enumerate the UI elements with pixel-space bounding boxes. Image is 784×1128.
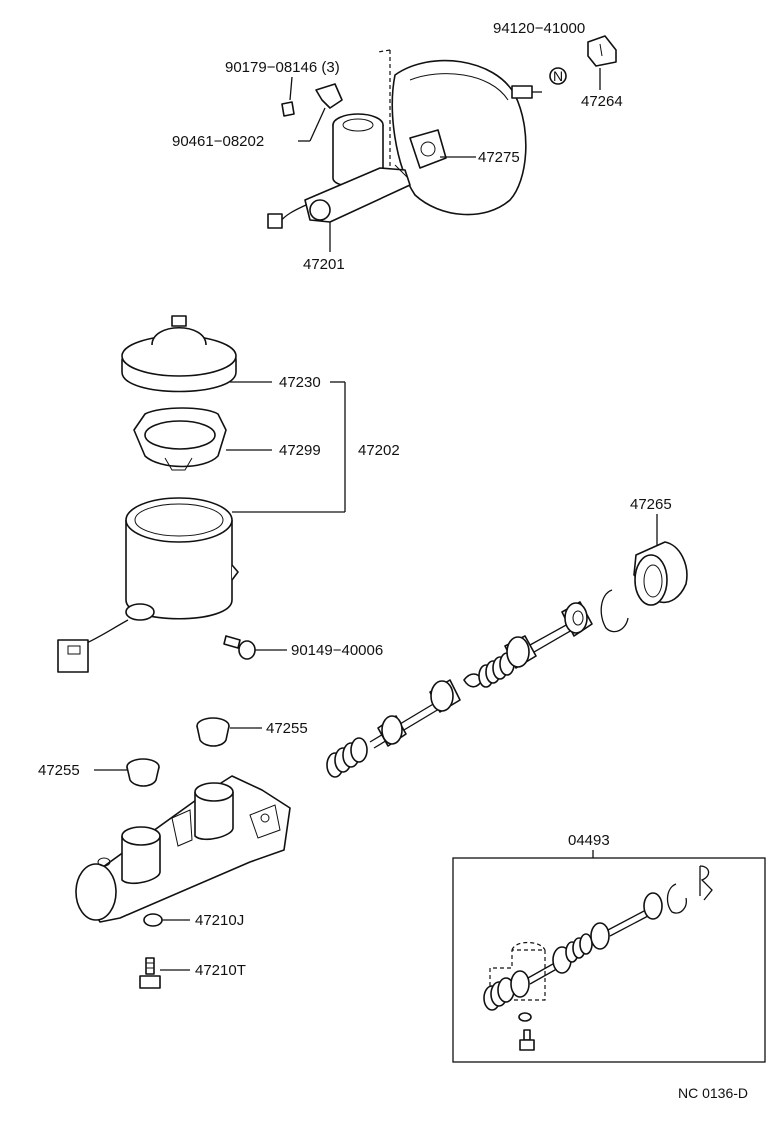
label-90179-08146: 90179−08146 (3) (225, 59, 340, 76)
master-cylinder-body (75, 775, 291, 923)
label-94120-41000: 94120−41000 (493, 20, 585, 37)
grommet-lower (126, 758, 160, 787)
reservoir-mount-bolt (223, 635, 256, 660)
label-47255-lower: 47255 (38, 762, 80, 779)
bracket-clip (315, 83, 343, 109)
snap-ring (600, 589, 629, 633)
booster-gasket (409, 129, 447, 169)
reservoir-strainer (133, 407, 227, 471)
master-cylinder-assembly (267, 113, 411, 229)
return-spring (326, 737, 368, 778)
label-90461-08202: 90461−08202 (172, 133, 264, 150)
label-47255-upper: 47255 (266, 720, 308, 737)
nut-icon: N (549, 67, 567, 85)
label-47201: 47201 (303, 256, 345, 273)
grommet-upper (196, 717, 230, 747)
label-47264: 47264 (581, 93, 623, 110)
label-47299: 47299 (279, 442, 321, 459)
repair-kit-frame (452, 857, 766, 1063)
secondary-spring (478, 652, 515, 688)
reservoir-cap (121, 315, 237, 393)
washer-47210j (143, 913, 163, 927)
label-47210T: 47210T (195, 962, 246, 979)
label-47265: 47265 (630, 496, 672, 513)
bracket-47264 (587, 35, 617, 67)
label-90149-40006: 90149−40006 (291, 642, 383, 659)
bolt-small (281, 101, 295, 117)
stop-bolt-47210t (139, 957, 161, 989)
reservoir-tank (57, 497, 239, 673)
label-47275: 47275 (478, 149, 520, 166)
label-47202: 47202 (358, 442, 400, 459)
label-47230: 47230 (279, 374, 321, 391)
brake-booster (377, 49, 542, 216)
repair-kit-parts (483, 865, 713, 1051)
diagram-reference-code: NC 0136-D (678, 1085, 748, 1101)
piston-assembly (326, 601, 593, 778)
boot-47265 (633, 541, 688, 606)
nut-letter: N (553, 68, 563, 84)
label-47210J: 47210J (195, 912, 244, 929)
label-04493: 04493 (568, 832, 610, 849)
